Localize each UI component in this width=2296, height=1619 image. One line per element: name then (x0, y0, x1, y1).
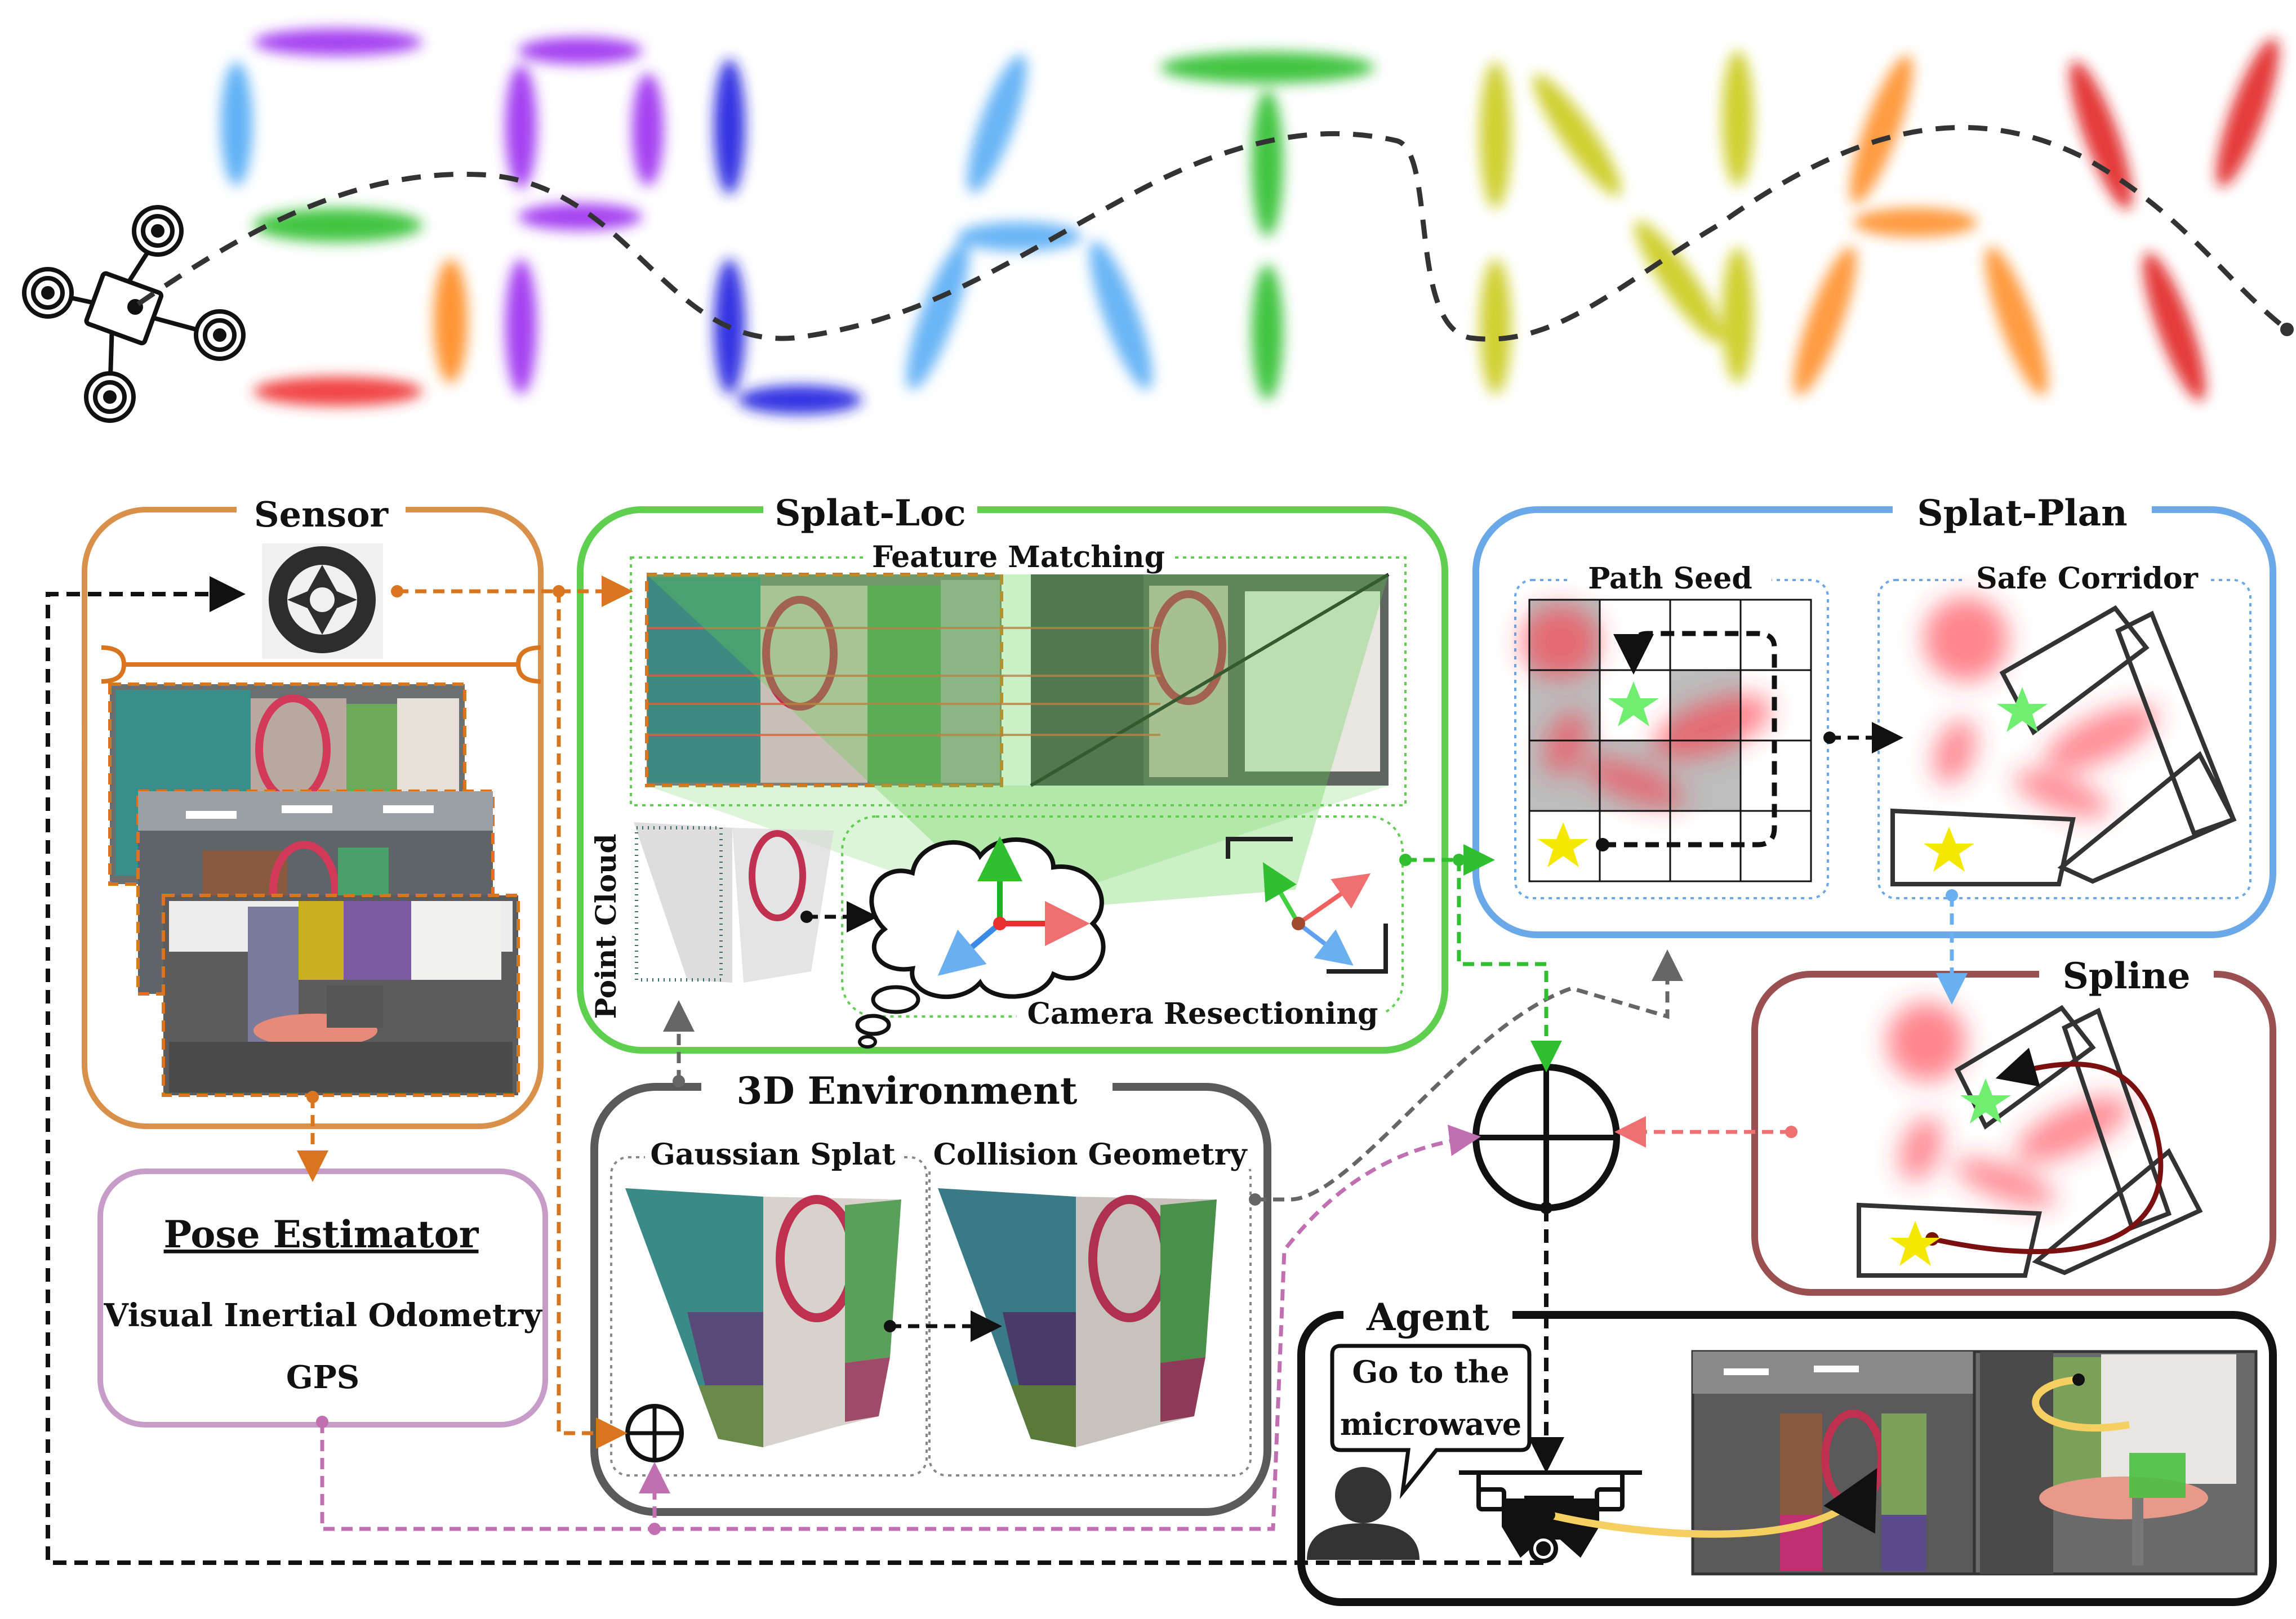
camera-resectioning-label: Camera Resectioning (1027, 997, 1378, 1031)
green-loc-to-junction (1457, 860, 1562, 1072)
agent-title: Agent (1366, 1295, 1489, 1339)
agent-box: Agent Go to the microwave (1297, 1295, 2277, 1606)
safe-corridor-diagram (1890, 597, 2237, 886)
splat-plan-title: Splat-Plan (1917, 492, 2127, 534)
feature-matching-images (645, 573, 1390, 787)
point-cloud-label: Point Cloud (589, 834, 622, 1019)
collision-geometry-image (938, 1188, 1217, 1447)
drone-icon (22, 205, 246, 423)
user-icon (1307, 1467, 1420, 1560)
pose-estimator-gps: GPS (286, 1359, 359, 1396)
pose-estimator-box: Pose Estimator Visual Inertial Odometry … (97, 1168, 548, 1428)
start-star-icon (1538, 822, 1588, 867)
spline-title: Spline (2063, 955, 2191, 997)
splat-plan-box: Splat-Plan Path Seed Safe Corridor (1472, 492, 2276, 938)
agent-path-arrow-1 (1548, 1468, 1877, 1538)
pink-junction-to-junction-large (655, 1125, 1481, 1531)
target-pose-axes (1226, 837, 1388, 974)
collision-geometry-label: Collision Geometry (933, 1138, 1248, 1172)
path-seed-label: Path Seed (1588, 561, 1752, 596)
speech-line-1: Go to the (1352, 1354, 1509, 1390)
safe-corridor-label: Safe Corridor (1976, 561, 2198, 596)
path-seed-grid (1521, 599, 1812, 882)
splatnav-logo (221, 29, 2279, 414)
thought-cloud-icon (855, 837, 1106, 1049)
orange-flow-to-junction (557, 591, 628, 1449)
speech-bubble: Go to the microwave (1330, 1344, 1532, 1500)
title-trajectory (136, 124, 2289, 342)
trajectory-end-dot (2280, 323, 2294, 336)
gray-env-to-plan (1255, 949, 1683, 1202)
point-cloud-image (634, 822, 834, 983)
agent-path-arrow-2 (2032, 1376, 2130, 1432)
summing-junction-small (625, 1404, 684, 1462)
agent-view-images (1691, 1350, 2258, 1576)
spline-diagram (1857, 1002, 2203, 1278)
goal-star-icon (1608, 681, 1659, 726)
splat-loc-box: Splat-Loc Feature Matching (577, 492, 1448, 1054)
sensor-box: Sensor (82, 494, 544, 1129)
speech-line-2: microwave (1340, 1406, 1521, 1442)
splat-loc-title: Splat-Loc (775, 492, 966, 534)
black-feedback-loop (46, 576, 1543, 1565)
spline-box: Spline (1751, 955, 2276, 1296)
sensor-image-stack (108, 683, 520, 1097)
pose-estimator-title: Pose Estimator (164, 1212, 479, 1256)
sensor-title: Sensor (254, 494, 389, 535)
camera-pose-axes (937, 836, 1090, 976)
environment-title: 3D Environment (737, 1069, 1078, 1113)
environment-box: 3D Environment Gaussian Splat Collision … (590, 1069, 1271, 1516)
camera-shutter-icon (262, 543, 383, 659)
camera-frustum (647, 574, 1389, 912)
gaussian-splat-label: Gaussian Splat (650, 1138, 895, 1172)
feature-matching-label: Feature Matching (872, 540, 1165, 574)
pink-pose-to-junction-small (320, 1422, 670, 1531)
image-stack-brace (101, 645, 541, 684)
summing-junction-large (1472, 1064, 1620, 1211)
pose-estimator-vio: Visual Inertial Odometry (103, 1297, 542, 1334)
agent-drone-icon (1459, 1470, 1642, 1563)
